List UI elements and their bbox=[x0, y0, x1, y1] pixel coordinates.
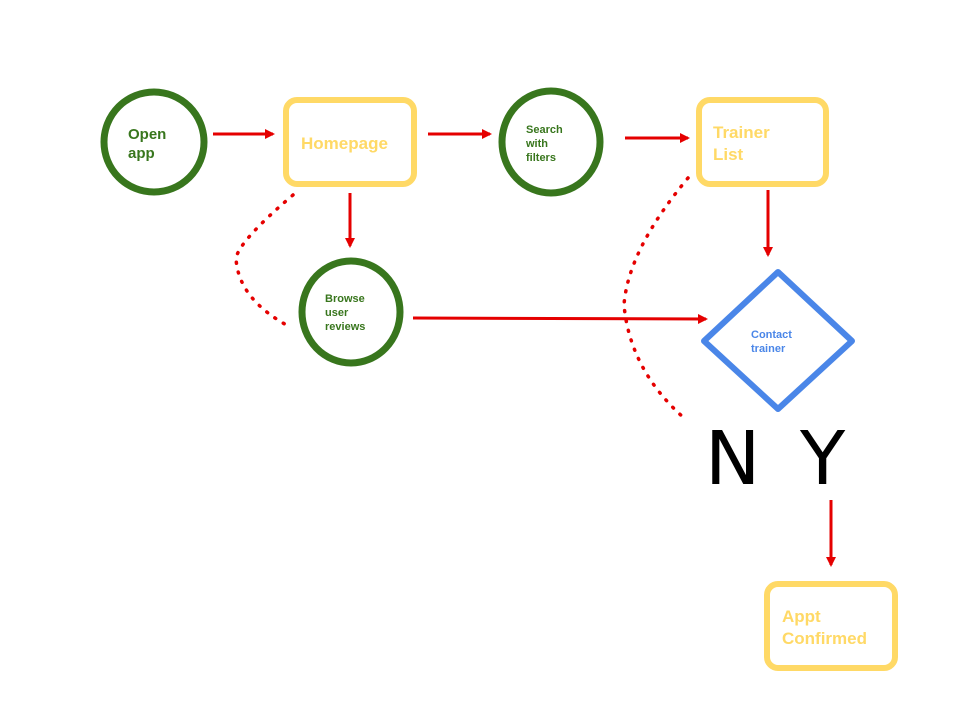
node-trainer-list-line2: List bbox=[713, 145, 744, 164]
node-appt-confirmed: Appt Confirmed bbox=[764, 581, 898, 671]
node-open-app-line1: Open bbox=[128, 126, 166, 143]
node-trainer-list-line1: Trainer bbox=[713, 123, 770, 142]
dotted-connector-trainer-branch bbox=[622, 176, 690, 420]
node-homepage: Homepage bbox=[283, 97, 417, 187]
node-contact-trainer-line2: trainer bbox=[751, 343, 786, 355]
node-search: Search with filters bbox=[498, 87, 604, 197]
node-appt-confirmed-line2: Confirmed bbox=[782, 629, 867, 648]
process-circle bbox=[298, 257, 404, 367]
process-box bbox=[764, 581, 898, 671]
dotted-connector-homepage-reviews bbox=[234, 193, 295, 330]
process-circle bbox=[498, 87, 604, 197]
node-search-line2: with bbox=[525, 138, 548, 150]
branch-label-yes: Y bbox=[799, 416, 846, 502]
node-search-line3: filters bbox=[526, 152, 556, 164]
arrow-reviews-to-contact bbox=[412, 313, 708, 324]
branch-label-no: N bbox=[705, 416, 760, 502]
process-box bbox=[696, 97, 829, 187]
node-appt-confirmed-line1: Appt bbox=[782, 607, 821, 626]
node-contact-trainer-line1: Contact bbox=[751, 329, 792, 341]
decision-diamond bbox=[701, 269, 855, 412]
process-box bbox=[283, 97, 417, 187]
node-trainer-list: Trainer List bbox=[696, 97, 829, 187]
node-open-app: Open app bbox=[100, 88, 208, 196]
node-browse-reviews-line2: user bbox=[325, 307, 349, 319]
node-browse-reviews-line1: Browse bbox=[325, 293, 365, 305]
node-contact-trainer: Contact trainer bbox=[701, 269, 855, 412]
node-browse-reviews-line3: reviews bbox=[325, 321, 365, 333]
node-search-line1: Search bbox=[526, 124, 563, 136]
node-browse-reviews: Browse user reviews bbox=[298, 257, 404, 367]
start-circle bbox=[100, 88, 208, 196]
node-open-app-line2: app bbox=[128, 145, 155, 162]
node-homepage-label: Homepage bbox=[301, 134, 388, 153]
